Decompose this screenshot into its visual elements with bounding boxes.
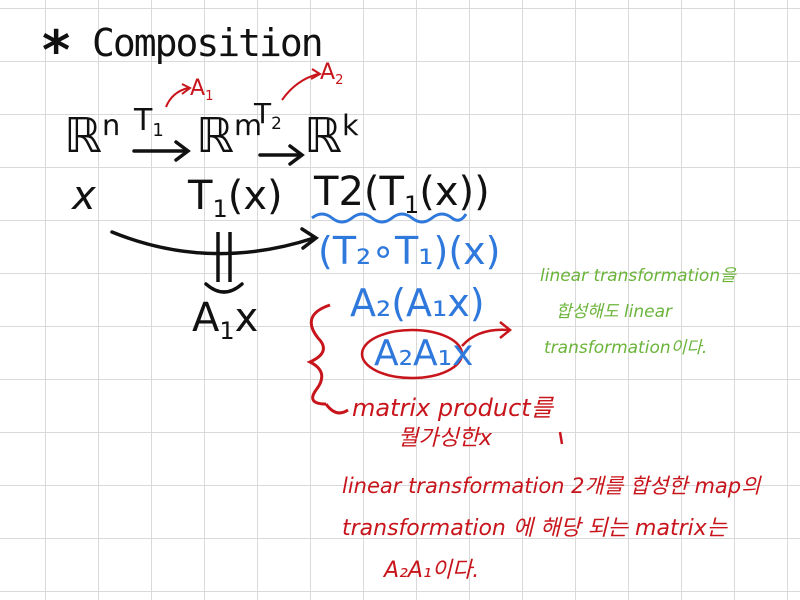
- space-rm: ℝm: [196, 107, 263, 164]
- heading-star: *: [42, 19, 71, 82]
- space-rn: ℝn: [64, 107, 121, 164]
- composition-expr: (T₂∘T₁)(x): [318, 229, 501, 273]
- a1-note-arrow: [165, 87, 189, 108]
- t2-label: T2: [254, 97, 282, 133]
- green-note-3: transformation이다.: [544, 338, 708, 358]
- red-note-5: A₂A₁이다.: [384, 558, 480, 583]
- a2a1x-expr: A₂A₁x: [374, 333, 474, 374]
- a2-a1x-expr: A₂(A₁x): [350, 281, 485, 325]
- t1-label: T1: [134, 103, 164, 142]
- a1x-label: A1x: [192, 295, 259, 346]
- t2t1x-label: T2(T1(x)): [314, 169, 490, 220]
- blue-underline: [311, 212, 468, 224]
- t1-arrowhead: [174, 140, 191, 162]
- down-arrowhead: [204, 282, 244, 294]
- green-note-2: 합성해도 linear: [556, 302, 673, 322]
- red-tick: [558, 431, 564, 445]
- red-note-1: matrix product를: [352, 394, 553, 422]
- composition-arrow: [110, 230, 316, 256]
- space-rk: ℝk: [304, 107, 359, 164]
- a2a1-circle: [360, 328, 464, 380]
- red-note-2: 뭘가싱한x: [398, 426, 492, 451]
- a1-note: A1: [190, 76, 214, 104]
- a2-note-arrow: [281, 73, 319, 101]
- a2-note: A2: [320, 60, 344, 88]
- red-note-4: transformation 에 해당 되는 matrix는: [342, 516, 727, 541]
- x-label: x: [72, 173, 96, 219]
- heading-title: Composition: [92, 21, 324, 65]
- green-note-1: linear transformation을: [540, 266, 736, 286]
- t2-arrowhead: [288, 144, 305, 166]
- red-brace: [306, 303, 331, 406]
- red-note-3: linear transformation 2개를 합성한 map의: [342, 474, 761, 498]
- circle-arrow: [461, 328, 509, 347]
- t1x-label: T1(x): [188, 173, 283, 224]
